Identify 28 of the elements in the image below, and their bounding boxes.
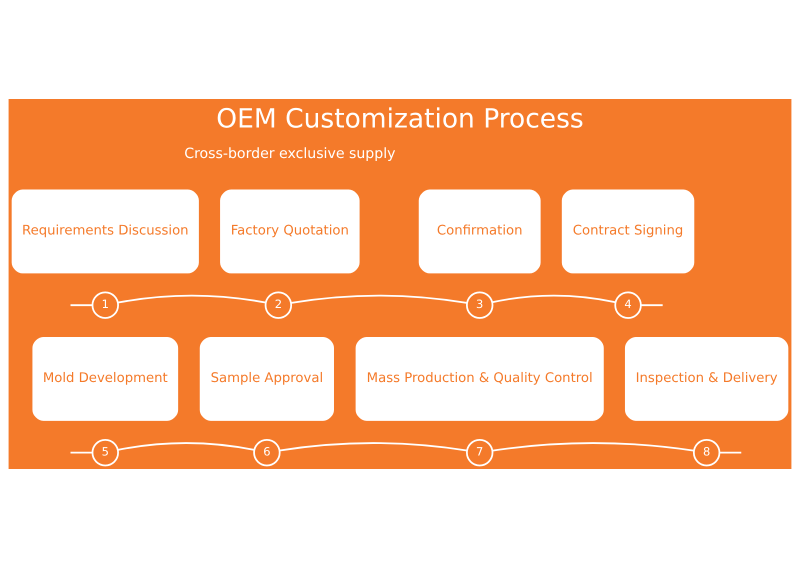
connector — [291, 294, 467, 304]
connector — [492, 294, 616, 303]
connector — [118, 294, 266, 303]
node-circle: 1 — [92, 291, 119, 318]
node-circle: 4 — [614, 291, 642, 318]
node-circle: 5 — [92, 438, 119, 466]
connector — [70, 451, 92, 454]
node-box: Factory Quotation — [220, 189, 360, 273]
node-box: Contract Signing — [562, 189, 694, 273]
node-box: Mass Production & Quality Control — [356, 336, 604, 420]
connector — [70, 304, 92, 306]
label: Cross-border exclusive supply — [184, 145, 396, 162]
node-box: Sample Approval — [200, 336, 334, 420]
connector — [118, 442, 255, 450]
connector — [720, 451, 742, 454]
node-circle: 2 — [264, 291, 292, 318]
connector — [492, 442, 694, 451]
node-box: Inspection & Delivery — [624, 336, 788, 420]
node-box: Requirements Discussion — [12, 189, 199, 273]
node-circle: 6 — [253, 438, 281, 466]
node-box: Confirmation — [418, 189, 541, 273]
connector — [641, 304, 663, 306]
node-circle: 7 — [466, 438, 494, 466]
diagram-title: OEM Customization Process — [216, 102, 584, 134]
node-box: Mold Development — [32, 336, 178, 420]
node-circle: 8 — [692, 438, 720, 466]
node-circle: 3 — [466, 291, 494, 318]
connector — [280, 442, 467, 451]
